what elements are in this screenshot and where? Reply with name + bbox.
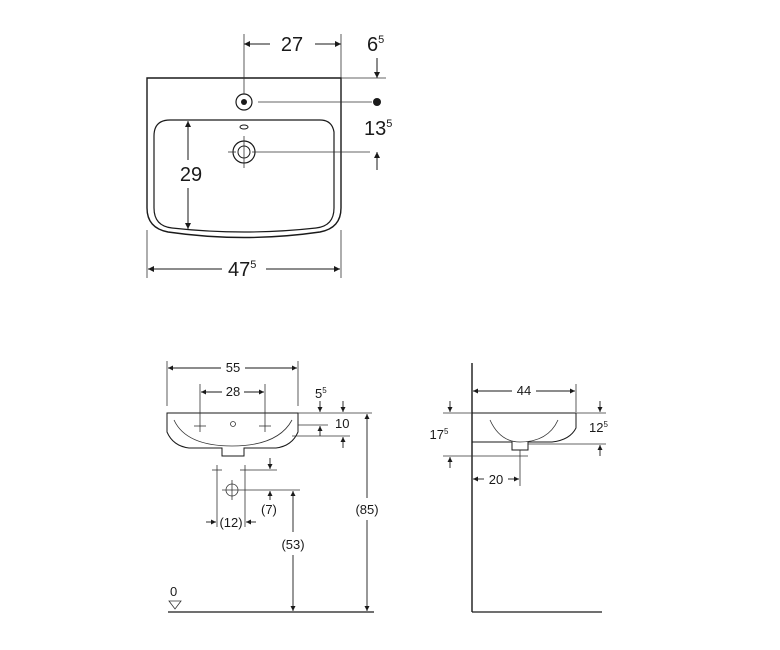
tap-hole-inner <box>241 99 247 105</box>
ref-dot <box>373 98 381 106</box>
bowl-outline <box>153 119 335 233</box>
dim-53: (53) <box>281 537 304 552</box>
floor-level-marker <box>168 600 182 610</box>
basin-outline-top <box>146 77 342 239</box>
dim-13-5: 135 <box>364 118 392 140</box>
center-mark <box>230 421 236 427</box>
dim-6-5: 65 <box>367 34 384 56</box>
basin-side-outline <box>472 412 577 451</box>
dim-5-5: 55 <box>315 386 327 401</box>
dim-85: (85) <box>355 502 378 517</box>
dim-44: 44 <box>517 383 531 398</box>
dim-12-5: 125 <box>589 420 608 435</box>
dim-27: 27 <box>281 34 303 56</box>
basin-front-outline <box>166 412 299 457</box>
front-view: 55 28 55 10 (12) (7) <box>166 360 379 613</box>
dim-47-5: 475 <box>228 259 256 281</box>
dim-17-5: 175 <box>430 427 449 442</box>
basin-front-inner <box>173 419 293 447</box>
dim-29: 29 <box>180 164 202 186</box>
dim-55: 55 <box>226 360 240 375</box>
basin-side-inner <box>489 419 559 443</box>
floor-level-label: 0 <box>170 584 177 599</box>
overflow-slot <box>239 124 249 130</box>
dim-20: 20 <box>489 472 503 487</box>
dim-28: 28 <box>226 384 240 399</box>
top-view: 27 65 135 29 475 <box>146 34 392 281</box>
dim-7: (7) <box>261 502 277 517</box>
side-view: 44 175 125 20 <box>430 363 608 613</box>
dim-12: (12) <box>219 515 242 530</box>
dim-10: 10 <box>335 416 349 431</box>
